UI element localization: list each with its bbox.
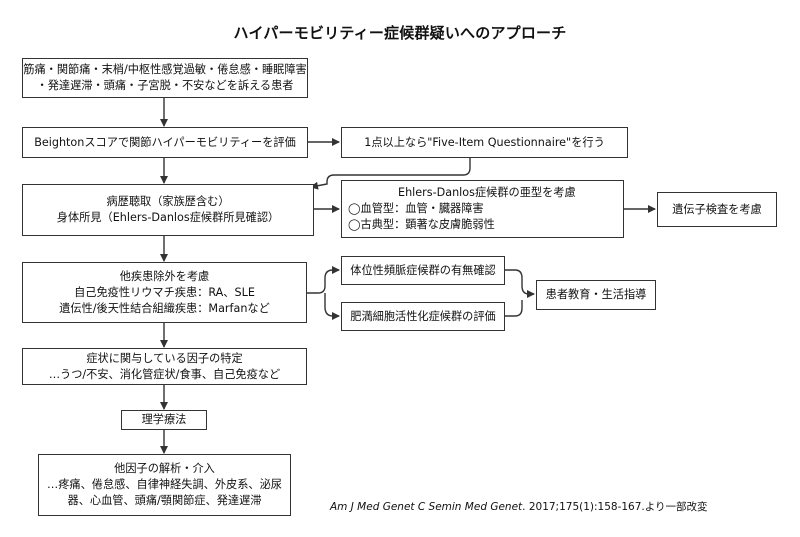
physical-therapy-line-1: 理学療法 bbox=[141, 413, 187, 426]
genetic-test-line-1: 遺伝子検査を考慮 bbox=[672, 202, 762, 216]
eds-subtype-line-3: ◯古典型：顕著な皮膚脆弱性 bbox=[348, 218, 495, 231]
arrow-exclusion-to-mast bbox=[324, 293, 340, 320]
five-item-line-1: 1点以上なら"Five-Item Questionnaire"を行う bbox=[364, 135, 605, 149]
five-item-box: 1点以上なら"Five-Item Questionnaire"を行う bbox=[341, 127, 628, 158]
history-box: 病歴聴取（家族歴含む） 身体所見（Ehlers-Danlos症候群所見確認） bbox=[22, 184, 314, 236]
analysis-line-1: 他因子の解析・介入 bbox=[114, 462, 215, 475]
education-line-1: 患者教育・生活指導 bbox=[545, 288, 647, 301]
physical-therapy-box: 理学療法 bbox=[121, 410, 207, 430]
pots-line-1: 体位性頻脈症候群の有無確認 bbox=[350, 263, 496, 277]
citation-journal: Am J Med Genet C Semin Med Genet bbox=[330, 501, 523, 513]
history-line-2: 身体所見（Ehlers-Danlos症候群所見確認） bbox=[56, 211, 280, 224]
exclusion-box: 他疾患除外を考慮 自己免疫性リウマチ疾患：RA、SLE 遺伝性/後天性結合組織疾… bbox=[22, 262, 307, 323]
mast-cell-line-1: 肥満細胞活性化症候群の評価 bbox=[350, 309, 496, 323]
history-line-1: 病歴聴取（家族歴含む） bbox=[106, 195, 230, 208]
arrow-exclusion-to-pots bbox=[307, 266, 340, 294]
citation-rest: . 2017;175(1):158-167.より一部改変 bbox=[522, 501, 708, 513]
beighton-box: Beightonスコアで関節ハイパーモビリティーを評価 bbox=[22, 127, 308, 158]
analysis-box: 他因子の解析・介入 …疼痛、倦怠感、自律神経失調、外皮系、泌尿 器、心血管、頭痛… bbox=[38, 454, 291, 516]
pots-box: 体位性頻脈症候群の有無確認 bbox=[341, 256, 505, 285]
diagram-title: ハイパーモビリティー症候群疑いへのアプローチ bbox=[233, 24, 567, 42]
exclusion-line-3: 遺伝性/後天性結合組織疾患：Marfanなど bbox=[59, 301, 270, 315]
factors-line-1: 症状に関与している因子の特定 bbox=[86, 351, 243, 365]
citation: Am J Med Genet C Semin Med Genet. 2017;1… bbox=[330, 499, 708, 514]
beighton-line-1: Beightonスコアで関節ハイパーモビリティーを評価 bbox=[34, 135, 296, 149]
symptoms-box: 筋痛・関節痛・末梢/中枢性感覚過敏・倦怠感・睡眠障害 ・発達遅滞・頭痛・子宮脱・… bbox=[22, 58, 308, 98]
eds-subtype-line-1: Ehlers-Danlos症候群の亜型を考慮 bbox=[398, 186, 576, 199]
analysis-line-2: …疼痛、倦怠感、自律神経失調、外皮系、泌尿 bbox=[47, 478, 282, 491]
factors-box: 症状に関与している因子の特定 …うつ/不安、消化管症状/食事、自己免疫など bbox=[22, 348, 307, 385]
education-box: 患者教育・生活指導 bbox=[536, 280, 656, 310]
symptoms-line-1: 筋痛・関節痛・末梢/中枢性感覚過敏・倦怠感・睡眠障害 bbox=[23, 63, 307, 76]
arrow-mast-to-education bbox=[505, 300, 523, 317]
exclusion-line-2: 自己免疫性リウマチ疾患：RA、SLE bbox=[74, 285, 255, 299]
eds-subtype-line-2: ◯血管型：血管・臓器障害 bbox=[348, 202, 484, 215]
analysis-line-3: 器、心血管、頭痛/顎関節症、発達遅滞 bbox=[67, 494, 262, 507]
eds-subtype-box: Ehlers-Danlos症候群の亜型を考慮 ◯血管型：血管・臓器障害 ◯古典型… bbox=[341, 180, 624, 238]
arrow-pots-to-education bbox=[505, 269, 535, 298]
genetic-test-box: 遺伝子検査を考慮 bbox=[657, 192, 777, 227]
symptoms-line-2: ・発達遅滞・頭痛・子宮脱・不安などを訴える患者 bbox=[36, 79, 294, 92]
exclusion-line-1: 他疾患除外を考慮 bbox=[119, 269, 210, 283]
mast-cell-box: 肥満細胞活性化症候群の評価 bbox=[341, 302, 505, 331]
factors-line-2: …うつ/不安、消化管症状/食事、自己免疫など bbox=[48, 367, 281, 381]
